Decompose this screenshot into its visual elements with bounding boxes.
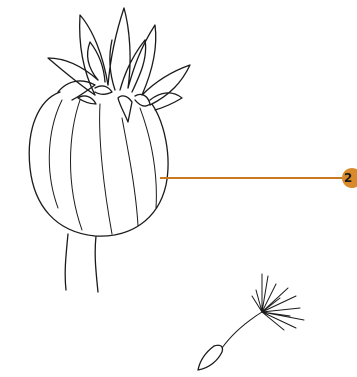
seed-head-capsule <box>29 8 190 292</box>
callout-label: 2 <box>344 171 352 185</box>
seed-with-pappus <box>198 274 304 370</box>
callout-2: 2 <box>160 168 357 188</box>
